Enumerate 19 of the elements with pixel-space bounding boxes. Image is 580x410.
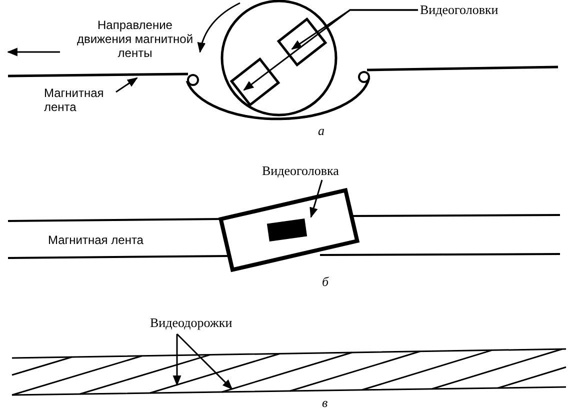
video-track bbox=[222, 352, 352, 393]
callout-label: Магнитная лента bbox=[44, 86, 114, 114]
leader-line bbox=[172, 334, 182, 386]
figure-label: а bbox=[318, 124, 324, 138]
leader-line bbox=[243, 9, 418, 91]
video-track bbox=[150, 352, 280, 394]
callout-label: Видеодорожки bbox=[150, 316, 232, 330]
figure-label: в bbox=[322, 396, 328, 410]
figure-label: б bbox=[322, 275, 329, 289]
direction-label: Направление движения магнитной ленты bbox=[76, 18, 194, 60]
leader-line bbox=[116, 77, 138, 93]
callout-label: Видеоголовки bbox=[420, 3, 498, 17]
part-label: Магнитная лента bbox=[48, 233, 144, 247]
video-head bbox=[276, 17, 328, 67]
video-head bbox=[230, 57, 280, 107]
leader-line bbox=[310, 180, 323, 218]
video-head bbox=[266, 218, 308, 242]
leader-line bbox=[176, 333, 233, 390]
callout-label: Видеоголовка bbox=[262, 164, 339, 178]
